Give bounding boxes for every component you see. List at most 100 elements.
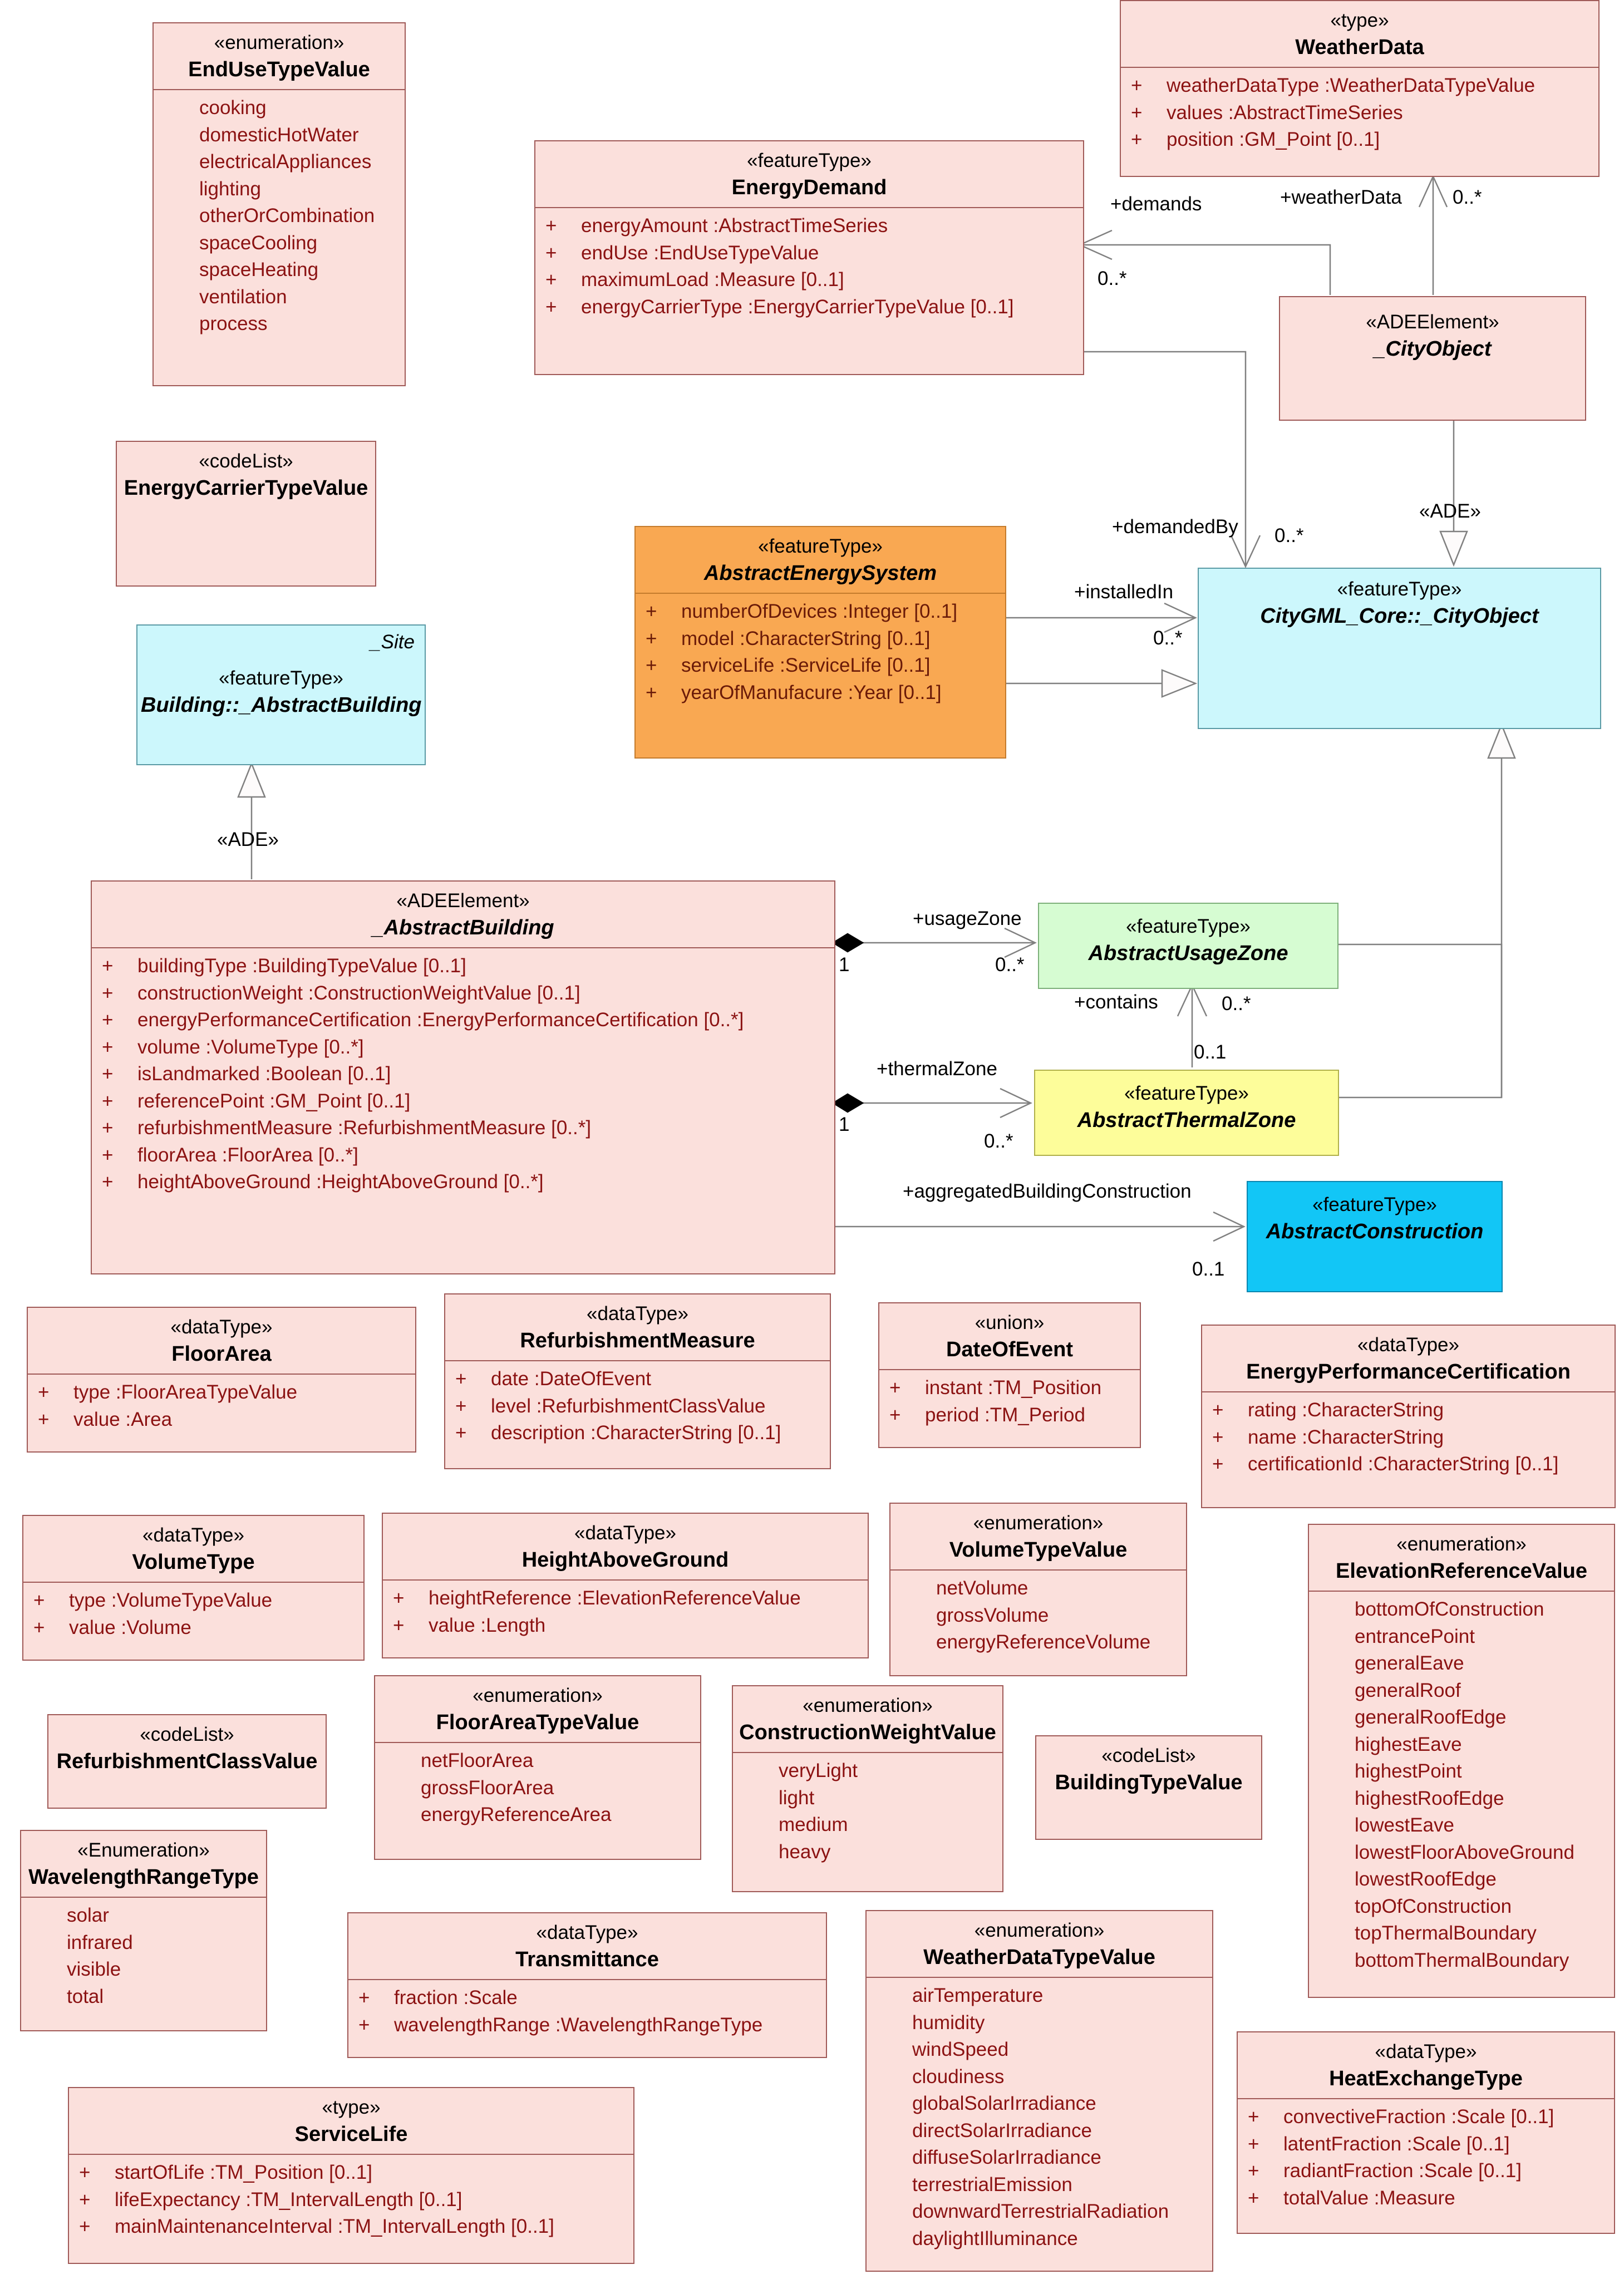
literal: cloudiness (912, 2065, 1005, 2088)
class-date-of-event[interactable]: «union»DateOfEvent +instant :TM_Position… (878, 1302, 1141, 1448)
attribute: +level :RefurbishmentClassValue (455, 1395, 766, 1417)
literal: downwardTerrestrialRadiation (912, 2201, 1169, 2222)
attribute-list: +convectiveFraction :Scale [0..1] +laten… (1238, 2098, 1614, 2215)
installed-in-multiplicity: 0..* (1153, 627, 1183, 649)
aggregated-construction-label: +aggregatedBuildingConstruction (903, 1180, 1192, 1202)
class-refurbishment-class-value[interactable]: «codeList»RefurbishmentClassValue (47, 1714, 327, 1809)
literal-list: bottomOfConstruction entrancePoint gener… (1309, 1591, 1614, 1977)
attribute: +energyAmount :AbstractTimeSeries (545, 215, 888, 237)
attribute: +position :GM_Point [0..1] (1131, 129, 1380, 150)
literal: highestRoofEdge (1355, 1787, 1504, 1809)
attribute: +maximumLoad :Measure [0..1] (545, 269, 844, 291)
class-service-life[interactable]: «type» ServiceLife +startOfLife :TM_Posit… (68, 2087, 634, 2264)
usage-zone-multiplicity: 0..* (995, 954, 1025, 976)
class-name: RefurbishmentClassValue (56, 1750, 318, 1773)
attribute: +yearOfManufacure :Year [0..1] (646, 681, 942, 703)
class-name: EnergyPerformanceCertification (1246, 1360, 1571, 1384)
thermal-zone-arrowhead (1000, 1087, 1032, 1119)
stereotype: «enumeration» (974, 1919, 1105, 1941)
attribute: +certificationId :CharacterString [0..1] (1212, 1453, 1559, 1475)
attribute-list: +date :DateOfEvent +level :Refurbishment… (445, 1360, 830, 1450)
attribute-list: +startOfLife :TM_Position [0..1] +lifeEx… (69, 2154, 633, 2244)
class-ade-abstract-building[interactable]: «ADEElement»_AbstractBuilding +buildingT… (91, 880, 835, 1274)
class-abstract-thermal-zone[interactable]: «featureType»AbstractThermalZone (1034, 1070, 1339, 1156)
stereotype: «ADEElement» (1366, 311, 1499, 333)
literal: energyReferenceArea (421, 1804, 612, 1825)
attribute: +fraction :Scale (358, 1987, 518, 2009)
literal: generalRoof (1355, 1679, 1461, 1701)
attribute-list: +buildingType :BuildingTypeValue [0..1] … (92, 947, 834, 1199)
class-height-above-ground[interactable]: «dataType»HeightAboveGround +heightRefer… (382, 1513, 869, 1658)
ade-building-triangle (237, 761, 266, 798)
class-elevation-reference-value[interactable]: «enumeration»ElevationReferenceValue bot… (1308, 1524, 1615, 1998)
class-citygml-city-object[interactable]: «featureType»CityGML_Core::_CityObject (1198, 568, 1601, 729)
literal: terrestrialEmission (912, 2173, 1072, 2196)
ade-building-label: «ADE» (217, 829, 279, 850)
class-name: AbstractEnergySystem (703, 562, 937, 585)
class-name: Building::_AbstractBuilding (141, 693, 422, 717)
class-energy-carrier-type-value[interactable]: «codeList»EnergyCarrierTypeValue (116, 441, 376, 587)
class-volume-type-value[interactable]: «enumeration»VolumeTypeValue netVolume g… (889, 1503, 1187, 1676)
literal: generalEave (1355, 1652, 1464, 1674)
attribute: +energyPerformanceCertification :EnergyP… (102, 1009, 744, 1031)
attribute: +radiantFraction :Scale [0..1] (1248, 2160, 1522, 2182)
literal-list: airTemperature humidity windSpeed cloudi… (867, 1977, 1212, 2256)
stereotype: «featureType» (747, 150, 872, 171)
class-construction-weight-value[interactable]: «enumeration»ConstructionWeightValue ver… (732, 1685, 1003, 1892)
stereotype: «featureType» (219, 667, 343, 689)
class-transmittance[interactable]: «dataType»Transmittance +fraction :Scale… (347, 1912, 827, 2058)
literal-list: cooking domesticHotWater electricalAppli… (154, 89, 405, 341)
class-floor-area-type-value[interactable]: «enumeration»FloorAreaTypeValue netFloor… (374, 1675, 701, 1860)
class-building-type-value[interactable]: «codeList»BuildingTypeValue (1035, 1735, 1262, 1840)
contains-multiplicity: 0..* (1222, 993, 1251, 1015)
literal: grossFloorArea (421, 1776, 554, 1799)
class-weather-data-type-value[interactable]: «enumeration»WeatherDataTypeValue airTem… (865, 1910, 1213, 2272)
class-abstract-construction[interactable]: «featureType»AbstractConstruction (1247, 1181, 1503, 1292)
stereotype: «enumeration» (1396, 1533, 1527, 1555)
zones-generalization (1336, 943, 1503, 1099)
thermal-zone-label: +thermalZone (877, 1058, 997, 1080)
attribute-list: +energyAmount :AbstractTimeSeries +endUs… (535, 207, 1083, 324)
demanded-by-multiplicity: 0..* (1274, 525, 1304, 547)
stereotype: «dataType» (574, 1522, 676, 1544)
literal: directSolarIrradiance (912, 2119, 1092, 2142)
class-wavelength-range-type[interactable]: «Enumeration»WavelengthRangeType solar i… (20, 1830, 267, 2031)
stereotype: «dataType» (1357, 1334, 1459, 1356)
thermal-zone-diamond (831, 1093, 864, 1113)
weather-data-label: +weatherData (1280, 186, 1402, 208)
class-name: AbstractConstruction (1266, 1220, 1484, 1243)
literal: lowestEave (1355, 1814, 1454, 1836)
attribute: +type :VolumeTypeValue (33, 1589, 273, 1611)
stereotype: «enumeration» (803, 1695, 933, 1716)
attribute: +convectiveFraction :Scale [0..1] (1248, 2106, 1554, 2128)
class-volume-type[interactable]: «dataType»VolumeType +type :VolumeTypeVa… (22, 1515, 365, 1661)
stereotype: «dataType» (142, 1524, 244, 1546)
class-abstract-energy-system[interactable]: «featureType»AbstractEnergySystem +numbe… (634, 526, 1006, 759)
class-end-use-type-value[interactable]: «enumeration»EndUseTypeValue cooking dom… (152, 22, 406, 386)
class-heat-exchange-type[interactable]: «dataType»HeatExchangeType +convectiveFr… (1237, 2031, 1615, 2234)
usage-zone-arrowhead (1004, 927, 1037, 958)
thermal-zone-multiplicity: 0..* (984, 1130, 1013, 1152)
stereotype: «type» (322, 2096, 381, 2118)
class-refurbishment-measure[interactable]: «dataType»RefurbishmentMeasure +date :Da… (444, 1293, 831, 1469)
stereotype: «featureType» (1124, 1082, 1249, 1104)
stereotype: «enumeration» (973, 1512, 1104, 1534)
literal: windSpeed (912, 2039, 1009, 2060)
attribute: +totalValue :Measure (1248, 2187, 1455, 2209)
literal: total (67, 1985, 104, 2007)
class-ade-city-object[interactable]: «ADEElement»_CityObject (1279, 296, 1586, 421)
demands-multiplicity: 0..* (1098, 268, 1127, 289)
literal: highestEave (1355, 1733, 1462, 1755)
class-floor-area[interactable]: «dataType»FloorArea +type :FloorAreaType… (27, 1307, 416, 1453)
class-building-abstract-building[interactable]: _Site «featureType»Building::_AbstractBu… (136, 624, 426, 765)
attribute: +date :DateOfEvent (455, 1368, 651, 1390)
attribute: +name :CharacterString (1212, 1426, 1444, 1448)
class-energy-demand[interactable]: «featureType»EnergyDemand +energyAmount … (534, 140, 1084, 375)
aggregated-construction-multiplicity: 0..1 (1192, 1258, 1224, 1280)
class-weather-data[interactable]: «type»WeatherData +weatherDataType :Weat… (1120, 0, 1600, 177)
class-abstract-usage-zone[interactable]: «featureType»AbstractUsageZone (1038, 903, 1338, 989)
class-energy-performance-certification[interactable]: «dataType» EnergyPerformanceCertification… (1201, 1325, 1616, 1508)
class-name: ServiceLife (294, 2123, 408, 2146)
demands-label: +demands (1110, 193, 1202, 215)
